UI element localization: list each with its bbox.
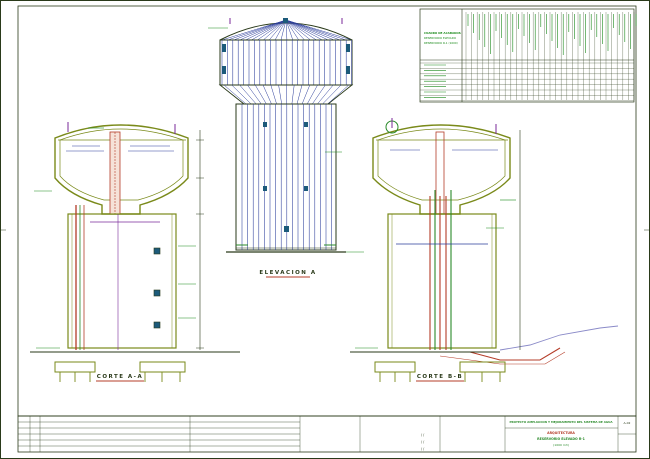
svg-text:/ /: / /: [421, 433, 425, 437]
project-title: PROYECTO AMPLIACION Y MEJORAMIENTO DEL S…: [509, 420, 613, 424]
section-a-title: CORTE A-A: [97, 374, 143, 380]
section-b-shaft: [387, 213, 497, 349]
sheet-title: ARQUITECTURA: [547, 431, 575, 435]
section-b-tank-outline: [372, 124, 511, 215]
elevation-shaft: [235, 103, 337, 251]
elevation-title: ELEVACION A: [259, 270, 316, 276]
legend-subtitle-2: RESERVORIO R-1 (1000): [424, 41, 458, 45]
section-a-tank-outline: [54, 124, 189, 215]
legend-subtitle-1: RESERVORIO ELEVADO: [424, 36, 457, 40]
svg-text:/ /: / /: [421, 440, 425, 444]
svg-text:/ /: / /: [421, 447, 425, 451]
section-a-view: CORTE A-A: [30, 122, 240, 382]
sheet-scale-note: (1000 m3): [553, 443, 569, 447]
finishes-legend-table: CUADRO DE ACABADOS RESERVORIO ELEVADO RE…: [419, 8, 637, 103]
section-b-view: CORTE B-B: [350, 118, 619, 382]
elevation-tank: [219, 39, 353, 86]
sheet-subtitle: RESERVORIO ELEVADO R-1: [537, 437, 585, 441]
sheet-code: A-02: [624, 421, 631, 425]
title-block: / / / / / / PROYECTO AMPLIACION Y MEJORAMI…: [17, 415, 637, 453]
elevation-view: ELEVACION A: [208, 18, 364, 278]
legend-title: CUADRO DE ACABADOS: [424, 31, 461, 35]
section-b-title: CORTE B-B: [417, 374, 463, 380]
